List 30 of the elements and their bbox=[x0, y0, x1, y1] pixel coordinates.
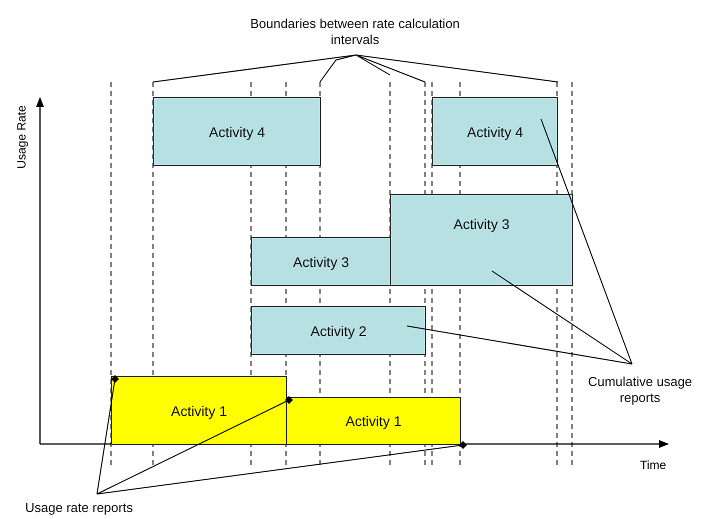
callout-text: Boundaries between rate calculation intervals bbox=[240, 16, 470, 48]
activity-bar bbox=[432, 97, 558, 166]
activity-label: Activity 3 bbox=[453, 216, 510, 232]
leader-line bbox=[492, 270, 632, 364]
activity-label: Activity 4 bbox=[466, 124, 523, 140]
leader-line bbox=[540, 118, 632, 364]
activity-label: Activity 1 bbox=[345, 413, 402, 429]
leader-line bbox=[406, 326, 632, 364]
activity-label: Activity 4 bbox=[208, 124, 265, 140]
leader-line bbox=[320, 54, 356, 82]
leader-line bbox=[356, 54, 558, 82]
leader-line bbox=[356, 54, 390, 76]
axis-label: Usage Rate bbox=[14, 105, 29, 169]
activity-bar bbox=[111, 376, 287, 445]
leader-line bbox=[96, 441, 467, 494]
callout-text: Usage rate reports bbox=[14, 500, 144, 516]
leader-line bbox=[96, 375, 119, 494]
leader-line bbox=[96, 396, 293, 494]
callout-text: Cumulative usage reports bbox=[585, 374, 695, 406]
activity-label: Activity 2 bbox=[310, 322, 366, 338]
activity-bar bbox=[251, 237, 391, 286]
activity-label: Activity 3 bbox=[292, 254, 349, 270]
leader-line bbox=[356, 54, 426, 82]
axis-label: Time bbox=[640, 458, 666, 472]
activity-label: Activity 1 bbox=[170, 402, 227, 418]
activity-bar bbox=[390, 194, 573, 286]
activity-bar bbox=[153, 97, 321, 166]
activity-bar bbox=[251, 306, 426, 355]
activity-bar bbox=[286, 397, 461, 445]
leader-line bbox=[152, 54, 356, 82]
